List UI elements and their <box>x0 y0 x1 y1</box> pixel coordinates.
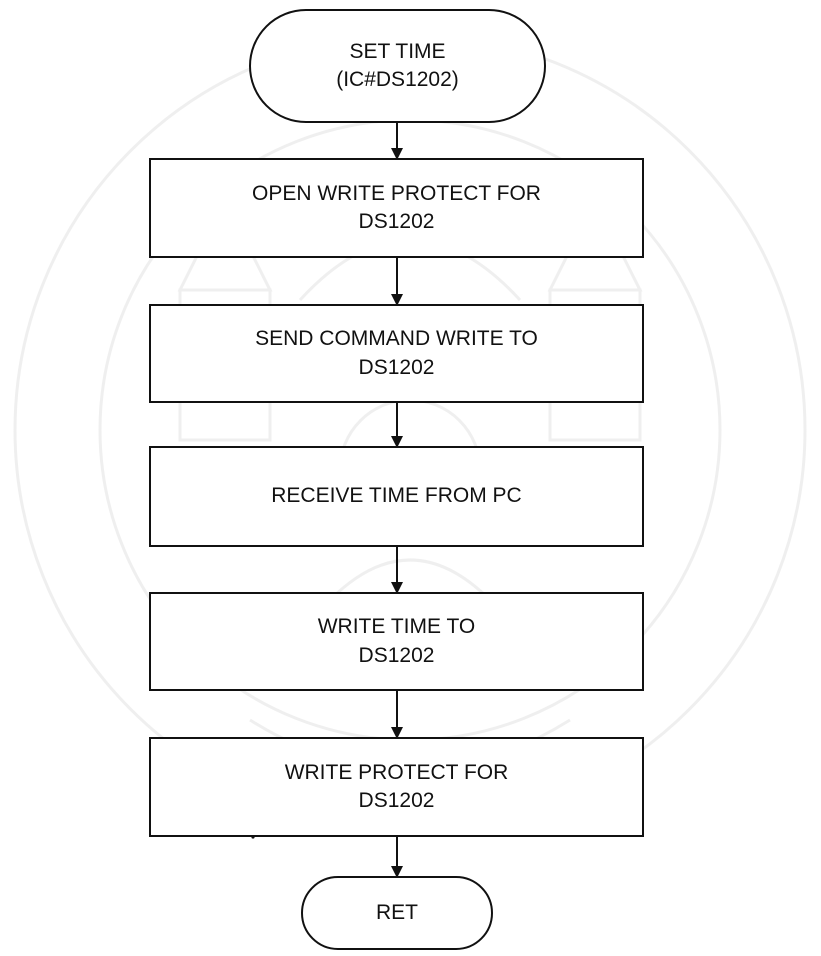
end-label: RET <box>376 900 418 924</box>
step-2-line-1: SEND COMMAND WRITE TO <box>255 327 538 351</box>
start-label-line-2: (IC#DS1202) <box>336 68 459 91</box>
step-2-label: SEND COMMAND WRITE TO DS1202 <box>150 305 643 402</box>
step-5-line-2: DS1202 <box>358 789 435 812</box>
start-terminal-label: SET TIME (IC#DS1202) <box>250 10 545 122</box>
end-terminal-label: RET <box>302 877 492 949</box>
step-1-label: OPEN WRITE PROTECT FOR DS1202 <box>150 159 643 257</box>
step-3-line-1: RECEIVE TIME FROM PC <box>271 484 522 508</box>
start-label-line-1: SET TIME <box>349 39 446 63</box>
step-5-label: WRITE PROTECT FOR DS1202 <box>150 738 643 836</box>
step-box-2 <box>149 304 644 403</box>
step-4-label: WRITE TIME TO DS1202 <box>150 593 643 690</box>
end-terminal <box>301 876 493 950</box>
step-box-5 <box>149 737 644 837</box>
scan-dot <box>251 835 255 839</box>
step-1-line-2: DS1202 <box>358 210 435 233</box>
step-4-line-2: DS1202 <box>358 643 435 667</box>
step-3-label: RECEIVE TIME FROM PC <box>150 447 643 546</box>
step-2-line-2: DS1202 <box>358 355 435 379</box>
step-5-line-1: WRITE PROTECT FOR <box>284 760 509 784</box>
step-4-line-1: WRITE TIME TO <box>317 615 476 639</box>
step-box-1 <box>149 158 644 258</box>
step-box-4 <box>149 592 644 691</box>
step-1-line-1: OPEN WRITE PROTECT FOR <box>252 181 541 205</box>
